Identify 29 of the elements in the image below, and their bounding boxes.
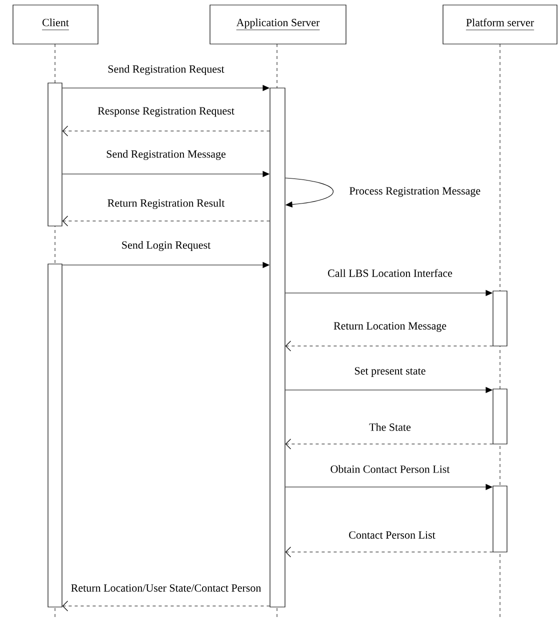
activation-bar	[492, 290, 508, 346]
participant-box: Application Server	[210, 4, 346, 44]
message-arrow	[62, 126, 270, 136]
message-arrow	[285, 438, 493, 450]
activation-bar	[270, 88, 286, 608]
message-arrow	[285, 340, 493, 352]
edge-label: Response Registration Request	[98, 107, 234, 117]
edge-label: Return Location/User State/Contact Person	[71, 584, 262, 592]
activation-bar	[48, 264, 62, 608]
edge-label: Set present state	[355, 367, 426, 377]
activation-bar	[48, 82, 62, 226]
edge-label: Send Registration Message	[106, 150, 226, 160]
edge-label: Process Registration Message	[350, 187, 480, 197]
edge-label: Obtain Contact Person List	[330, 465, 450, 473]
message-arrow	[62, 600, 270, 612]
message-arrow	[62, 216, 270, 226]
edge-label: Return Location Message	[334, 322, 446, 332]
participant-box: Platform server	[442, 4, 558, 44]
activation-bar	[492, 388, 508, 444]
message-arrow	[285, 546, 493, 558]
edge-label: Send Registration Request	[108, 65, 224, 75]
edge-label: Send Login Request	[122, 241, 211, 251]
participant-box: Client	[12, 4, 98, 44]
edge-label: Return Registration Result	[108, 199, 225, 209]
message-arrow	[285, 178, 334, 208]
edge-label: The State	[369, 423, 411, 431]
edge-label: Call LBS Location Interface	[328, 269, 452, 277]
activation-bar	[492, 486, 508, 552]
edge-label: Contact Person List	[349, 531, 436, 539]
